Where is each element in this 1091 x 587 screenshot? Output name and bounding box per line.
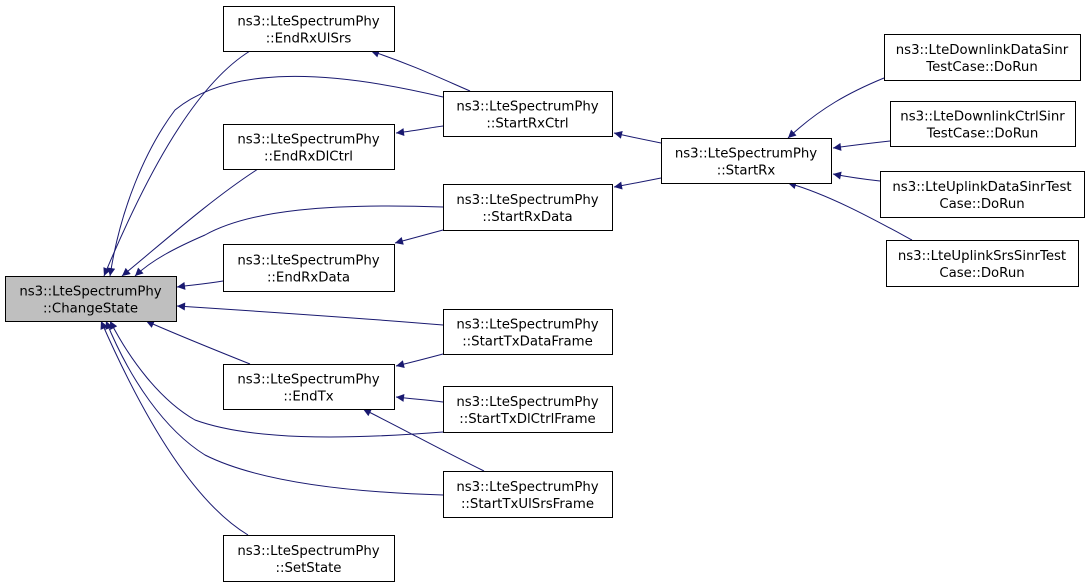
node-box[interactable] [443,184,613,231]
node-label-line2: ::EndRxDlCtrl [264,150,353,165]
node-label-line2: ::StartTxUlSrsFrame [461,497,594,512]
node-label-line2: ::StartTxDataFrame [462,335,593,350]
edges-layer [100,49,913,536]
edge-end-rx-data-to-change-state [176,280,224,290]
edge-end-rx-dl-ctrl-to-change-state [121,168,259,277]
node-change-state: ns3::LteSpectrumPhy::ChangeState [5,276,177,322]
node-label-line2: ::EndRxUlSrs [266,32,352,47]
node-label-line1: ns3::LteDownlinkCtrlSinr [900,110,1065,125]
node-box[interactable] [890,101,1076,147]
node-box[interactable] [443,471,613,518]
node-label-line2: ::StartTxDlCtrlFrame [459,412,595,427]
edge-start-rx-data-to-change-state [134,205,444,277]
node-label-line1: ns3::LteUplinkDataSinrTest [892,180,1071,195]
node-label-line1: ns3::LteSpectrumPhy [19,285,161,300]
node-end-rx-ul-srs[interactable]: ns3::LteSpectrumPhy::EndRxUlSrs [223,6,395,52]
node-label-line2: Case::DoRun [939,266,1024,281]
node-box[interactable] [443,91,613,137]
node-box[interactable] [886,240,1079,287]
edge-start-rx-ctrl-to-change-state [107,75,444,277]
node-box[interactable] [880,171,1085,218]
edge-start-tx-data-frame-to-change-state [176,302,444,326]
node-label-line1: ns3::LteSpectrumPhy [456,100,598,115]
node-start-tx-data-frame[interactable]: ns3::LteSpectrumPhy::StartTxDataFrame [443,309,613,355]
node-label-line2: ::EndRxData [267,271,350,286]
edge-end-tx-to-change-state [145,320,251,365]
node-start-rx-ctrl[interactable]: ns3::LteSpectrumPhy::StartRxCtrl [443,91,613,137]
node-label-line1: ns3::LteSpectrumPhy [456,395,598,410]
node-label-line1: ns3::LteSpectrumPhy [675,147,817,162]
node-box [5,276,177,322]
edge-start-tx-dl-ctrl-frame-to-end-tx [395,393,444,403]
edge-start-rx-to-start-rx-data [613,177,662,190]
edge-start-rx-to-start-rx-ctrl [613,130,662,144]
node-label-line1: ns3::LteSpectrumPhy [456,193,598,208]
edge-start-rx-data-to-end-rx-data [394,229,444,245]
node-label-line2: ::StartRxData [482,210,572,225]
edge-start-tx-ul-srs-frame-to-end-tx [362,408,485,472]
node-start-rx[interactable]: ns3::LteSpectrumPhy::StartRx [661,138,832,184]
node-start-tx-dl-ctrl-frame[interactable]: ns3::LteSpectrumPhy::StartTxDlCtrlFrame [443,386,613,433]
edge-start-tx-data-frame-to-end-tx [395,353,444,369]
node-label-line1: ns3::LteSpectrumPhy [456,480,598,495]
node-box[interactable] [884,34,1081,81]
edge-end-rx-ul-srs-to-change-state [103,50,251,277]
node-box[interactable] [223,244,395,292]
edge-ul-srs-sinr-to-start-rx [787,181,913,241]
node-label-line1: ns3::LteSpectrumPhy [237,15,379,30]
node-end-tx[interactable]: ns3::LteSpectrumPhy::EndTx [223,364,395,410]
edge-ul-data-sinr-to-start-rx [832,171,881,182]
node-label-line1: ns3::LteUplinkSrsSinrTest [898,249,1066,264]
node-label-line2: ::ChangeState [43,302,138,317]
node-start-tx-ul-srs-frame[interactable]: ns3::LteSpectrumPhy::StartTxUlSrsFrame [443,471,613,518]
node-box[interactable] [443,386,613,433]
node-label-line2: ::EndTx [283,390,333,405]
edge-start-tx-ul-srs-frame-to-change-state [105,320,444,496]
node-box[interactable] [223,535,395,582]
edge-start-rx-ctrl-to-end-rx-ul-srs [370,49,471,92]
node-label-line1: ns3::LteSpectrumPhy [237,133,379,148]
node-label-line2: TestCase::DoRun [925,60,1038,75]
node-box[interactable] [443,309,613,355]
node-label-line2: Case::DoRun [939,197,1024,212]
node-label-line1: ns3::LteSpectrumPhy [456,318,598,333]
node-end-rx-dl-ctrl[interactable]: ns3::LteSpectrumPhy::EndRxDlCtrl [223,124,395,170]
edge-set-state-to-change-state [100,320,249,536]
node-end-rx-data[interactable]: ns3::LteSpectrumPhy::EndRxData [223,244,395,292]
node-label-line1: ns3::LteDownlinkDataSinr [896,43,1069,58]
edge-start-tx-dl-ctrl-frame-to-change-state [109,320,444,438]
node-label-line2: ::StartRxCtrl [486,117,568,132]
node-label-line1: ns3::LteSpectrumPhy [237,373,379,388]
edge-start-rx-ctrl-to-end-rx-dl-ctrl [395,125,444,137]
node-label-line1: ns3::LteSpectrumPhy [237,544,379,559]
node-box[interactable] [223,124,395,170]
node-label-line1: ns3::LteSpectrumPhy [237,254,379,269]
node-label-line2: ::StartRx [717,164,776,179]
node-start-rx-data[interactable]: ns3::LteSpectrumPhy::StartRxData [443,184,613,231]
node-box[interactable] [661,138,832,184]
node-box[interactable] [223,6,395,52]
nodes-layer: ns3::LteSpectrumPhy::ChangeStatens3::Lte… [5,6,1085,582]
node-label-line2: ::SetState [276,561,342,576]
node-box[interactable] [223,364,395,410]
node-set-state[interactable]: ns3::LteSpectrumPhy::SetState [223,535,395,582]
edge-dl-data-sinr-to-start-rx [787,77,885,139]
node-label-line2: TestCase::DoRun [926,127,1039,142]
edge-dl-ctrl-sinr-to-start-rx [832,140,891,151]
